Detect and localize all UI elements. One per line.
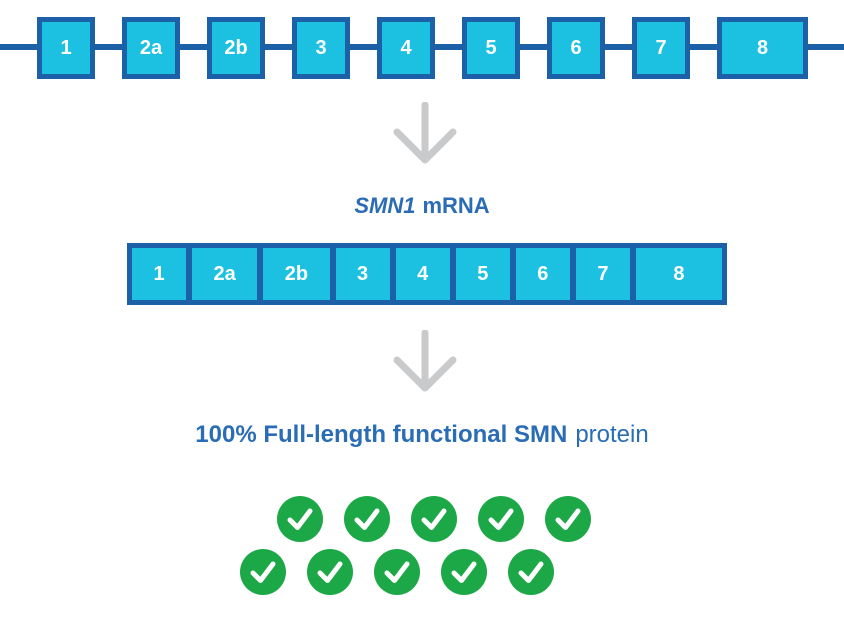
gene-exon-row: 1 2a 2b 3 4 5 bbox=[37, 17, 808, 79]
check-icon bbox=[374, 549, 420, 595]
check-icon bbox=[508, 549, 554, 595]
exon-label: 1 bbox=[60, 36, 72, 59]
check-icon bbox=[478, 496, 524, 542]
gene-section: 1 2a 2b 3 4 5 bbox=[0, 0, 844, 96]
protein-title-main: 100% Full-length functional SMN bbox=[195, 421, 568, 448]
gene-exon-box: 4 bbox=[377, 17, 435, 79]
mrna-title: SMN1 mRNA bbox=[0, 193, 844, 219]
exon-label: 6 bbox=[537, 262, 549, 285]
mrna-bar: 1 2a 2b 3 4 5 6 bbox=[127, 243, 727, 305]
gene-exon-box: 2a bbox=[122, 17, 180, 79]
mrna-title-suffix: mRNA bbox=[422, 193, 490, 218]
mrna-title-gene-name: SMN1 bbox=[354, 193, 416, 218]
gene-exon-box: 3 bbox=[292, 17, 350, 79]
gene-exon-box: 7 bbox=[632, 17, 690, 79]
gene-exon-box: 2b bbox=[207, 17, 265, 79]
exon-label: 4 bbox=[400, 36, 412, 59]
check-icon bbox=[411, 496, 457, 542]
protein-title: 100% Full-length functional SMN protein bbox=[0, 421, 844, 449]
exon-label: 8 bbox=[756, 36, 769, 59]
exon-label: 2b bbox=[284, 262, 309, 285]
exon-label: 2b bbox=[224, 36, 248, 59]
check-icon bbox=[441, 549, 487, 595]
exon-label: 5 bbox=[477, 262, 489, 285]
mrna-exon-segment: 6 bbox=[515, 248, 570, 300]
exon-label: 5 bbox=[485, 36, 497, 59]
exon-label: 3 bbox=[315, 36, 327, 59]
exon-label: 1 bbox=[153, 262, 165, 285]
mrna-exon-segment: 4 bbox=[395, 248, 450, 300]
exon-label: 4 bbox=[417, 262, 429, 285]
protein-title-light: protein bbox=[575, 421, 649, 448]
mrna-exon-segment: 7 bbox=[575, 248, 630, 300]
gene-exon-box: 6 bbox=[547, 17, 605, 79]
exon-label: 7 bbox=[597, 262, 609, 285]
down-arrow-icon bbox=[390, 329, 460, 399]
mrna-exon-segment: 3 bbox=[335, 248, 390, 300]
exon-label: 8 bbox=[673, 262, 685, 285]
mrna-exon-segment: 1 bbox=[132, 248, 187, 300]
check-icon bbox=[277, 496, 323, 542]
exon-label: 2a bbox=[139, 36, 163, 59]
down-arrow-icon bbox=[390, 101, 460, 171]
check-icon bbox=[545, 496, 591, 542]
protein-check-row-2 bbox=[240, 549, 554, 595]
mrna-exon-segment: 2b bbox=[263, 248, 330, 300]
exon-label: 6 bbox=[570, 36, 582, 59]
gene-exon-box: 8 bbox=[717, 17, 808, 79]
gene-exon-box: 5 bbox=[462, 17, 520, 79]
check-icon bbox=[344, 496, 390, 542]
exon-label: 2a bbox=[213, 262, 236, 285]
gene-exon-box: 1 bbox=[37, 17, 95, 79]
check-icon bbox=[240, 549, 286, 595]
mrna-exon-segment: 5 bbox=[455, 248, 510, 300]
mrna-exon-segment: 2a bbox=[192, 248, 258, 300]
exon-label: 3 bbox=[357, 262, 369, 285]
check-icon bbox=[307, 549, 353, 595]
exon-label: 7 bbox=[655, 36, 667, 59]
protein-check-row-1 bbox=[277, 496, 591, 542]
mrna-exon-segment: 8 bbox=[635, 248, 722, 300]
